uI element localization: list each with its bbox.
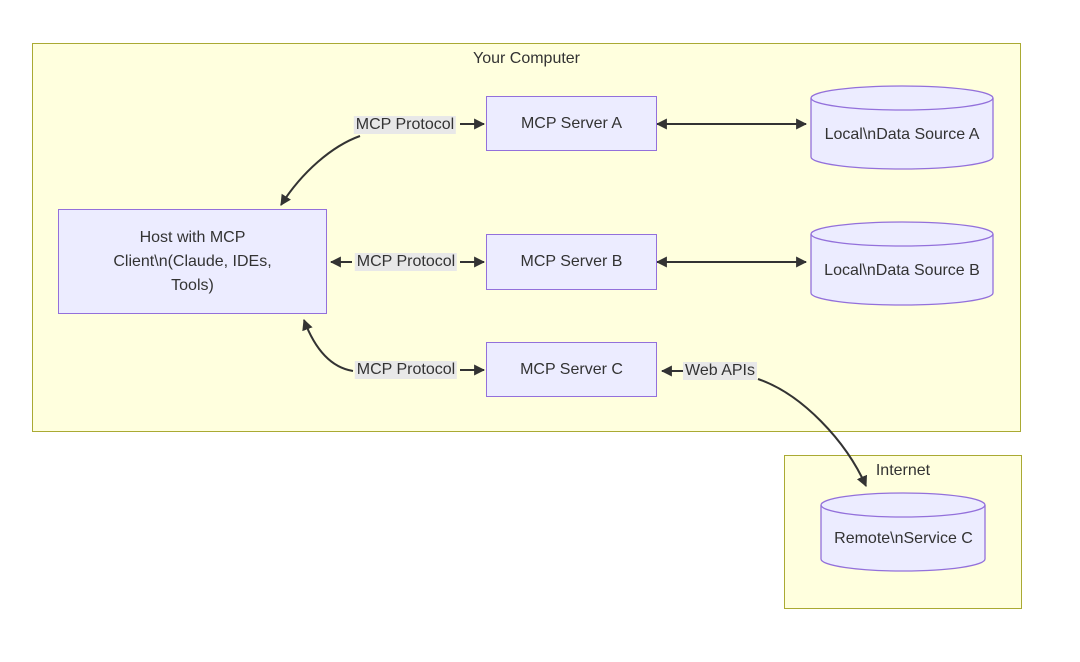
- cluster-internet-title: Internet: [875, 462, 931, 479]
- node-mcp-server-a: MCP Server A: [486, 96, 657, 151]
- node-local-data-source-b: Local\nData Source B: [810, 221, 994, 306]
- cluster-your-computer-title: Your Computer: [472, 50, 581, 67]
- node-mcp-server-b-label: MCP Server B: [520, 253, 623, 270]
- database-cylinder-icon: [820, 492, 986, 572]
- node-local-data-source-a: Local\nData Source A: [810, 85, 994, 170]
- edge-label-web-apis: Web APIs: [683, 362, 757, 380]
- node-mcp-server-a-label: MCP Server A: [520, 114, 623, 132]
- node-local-data-source-a-label: Local\nData Source A: [824, 125, 980, 143]
- node-host-line1: Host with MCP: [139, 228, 246, 246]
- edge-label-mcp-protocol-b: MCP Protocol: [354, 253, 458, 271]
- node-host-label: Host with MCP Client\n(Claude, IDEs, Too…: [113, 226, 271, 298]
- edge-label-mcp-protocol-c: MCP Protocol: [354, 361, 458, 379]
- database-cylinder-icon: [810, 221, 994, 306]
- node-local-data-source-b-label: Local\nData Source B: [824, 261, 980, 279]
- node-mcp-server-c: MCP Server C: [486, 342, 657, 397]
- node-remote-service-c: Remote\nService C: [820, 492, 987, 572]
- database-cylinder-icon: [810, 85, 994, 170]
- node-host: Host with MCP Client\n(Claude, IDEs, Too…: [58, 209, 327, 314]
- edge-label-mcp-protocol-a: MCP Protocol: [353, 116, 457, 134]
- node-host-line3: Tools): [171, 276, 214, 294]
- node-host-line2: Client\n(Claude, IDEs,: [113, 252, 272, 270]
- node-mcp-server-c-label: MCP Server C: [520, 360, 623, 378]
- node-remote-service-c-label: Remote\nService C: [834, 530, 973, 547]
- node-mcp-server-b: MCP Server B: [486, 234, 657, 290]
